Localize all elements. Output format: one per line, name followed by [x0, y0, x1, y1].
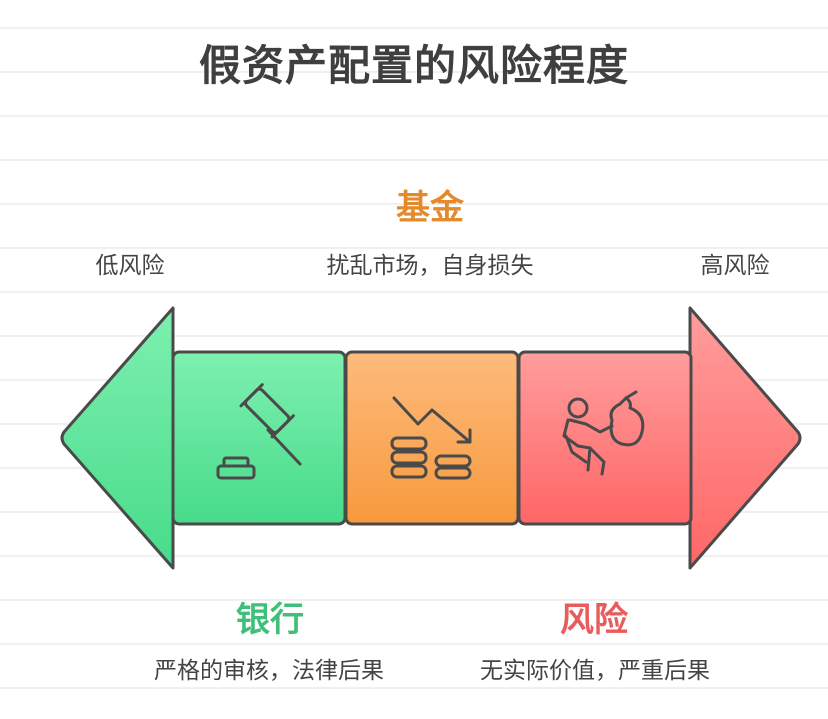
bank-heading: 银行: [236, 600, 304, 640]
bank-description: 严格的审核，法律后果: [154, 658, 384, 684]
high-risk-label: 高风险: [700, 253, 770, 279]
bank-segment: [171, 350, 347, 526]
low-risk-label: 低风险: [95, 253, 165, 279]
fund-heading: 基金: [396, 188, 464, 228]
fund-description: 扰乱市场，自身损失: [326, 253, 534, 279]
risk-heading: 风险: [560, 600, 628, 640]
risk-description: 无实际价值，严重后果: [480, 658, 710, 684]
left-arrowhead: [60, 306, 175, 570]
page-title: 假资产配置的风险程度: [198, 41, 629, 90]
falling-coins-icon: [390, 396, 472, 480]
fund-segment: [344, 350, 520, 526]
thief-with-bag-icon: [562, 390, 645, 476]
risk-segment: [517, 350, 693, 526]
gavel-icon: [216, 383, 302, 480]
right-arrowhead: [688, 306, 802, 570]
